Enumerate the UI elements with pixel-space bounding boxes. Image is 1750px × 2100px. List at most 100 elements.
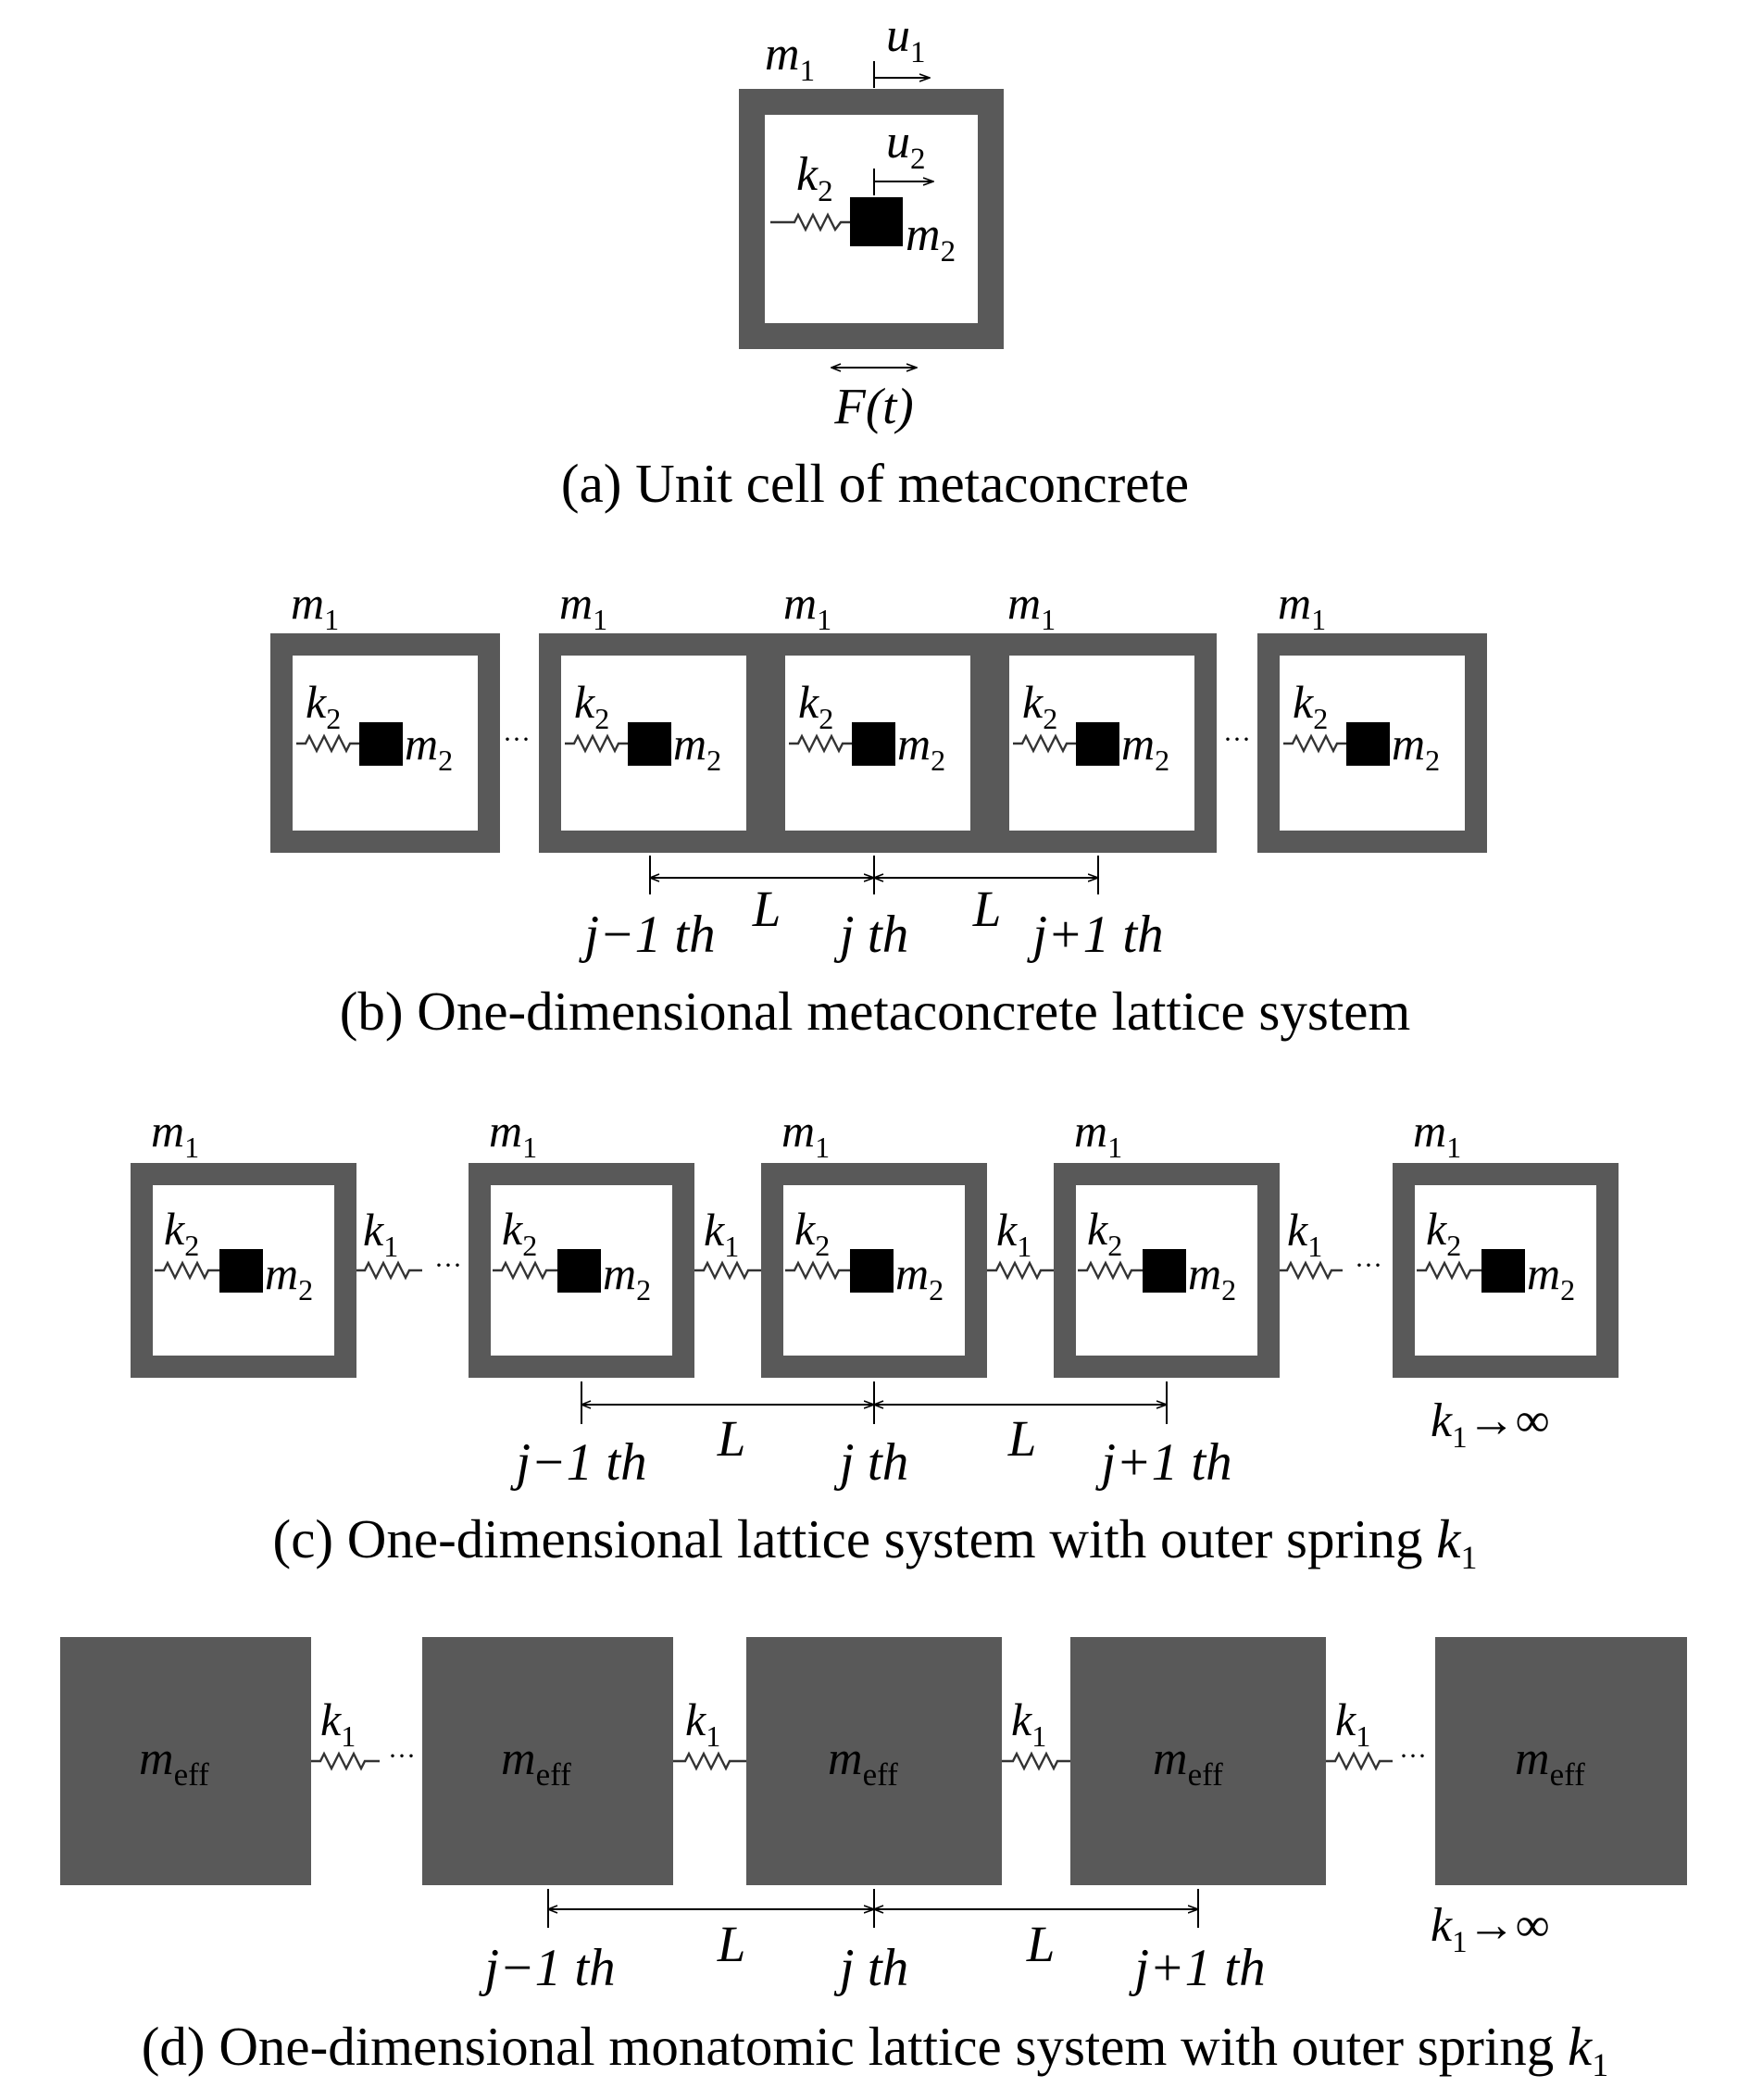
outer-mass-label: m1 (783, 577, 831, 636)
effective-mass-label: meff (1153, 1732, 1223, 1793)
inner-spring (770, 212, 850, 232)
position-label-left: j−1 th (509, 1433, 646, 1492)
position-label-center: j th (833, 906, 908, 964)
panel-d: meff meff meff meff meff ··· ··· k1 k1 k… (60, 1637, 1687, 2083)
limit-label: k1→∞ (1431, 1899, 1550, 1959)
caption-d: (d) One-dimensional monatomic lattice sy… (142, 2016, 1608, 2083)
outer-spring-label: k1 (685, 1694, 720, 1753)
inner-mass-label: m2 (265, 1247, 313, 1306)
inner-spring (789, 733, 852, 754)
inner-mass-label: m2 (1121, 718, 1169, 777)
inner-spring-label: k2 (798, 676, 833, 735)
spacing-label: L (717, 1410, 746, 1467)
inner-spring (1078, 1260, 1143, 1281)
cell-frame (270, 633, 500, 853)
outer-displacement-label: u1 (886, 9, 926, 69)
effective-mass-block (1435, 1637, 1687, 1885)
effective-mass-label: meff (139, 1732, 209, 1793)
cell-frame (1257, 633, 1487, 853)
inner-mass-block (1346, 722, 1390, 766)
position-label-left: j−1 th (578, 906, 715, 964)
cell-frame (987, 633, 1217, 853)
inner-mass-block (219, 1249, 263, 1293)
outer-spring-label: k1 (320, 1694, 356, 1753)
limit-label: k1→∞ (1431, 1394, 1550, 1455)
inner-mass-label: m2 (1188, 1247, 1236, 1306)
lattice-c-cell: m1 k2 m2 (131, 1105, 356, 1378)
inner-mass-block (1076, 722, 1119, 766)
outer-mass-label: m1 (781, 1105, 830, 1164)
inner-spring (155, 1260, 219, 1281)
outer-mass-label: m1 (1074, 1105, 1122, 1164)
panel-a: m1 u1 u2 k2 m2 F(t) (a) Unit cell of met… (561, 9, 1189, 514)
dimension-line (649, 856, 1099, 894)
outer-spring-label: k1 (363, 1204, 398, 1263)
spacing-label: L (1026, 1916, 1056, 1972)
effective-mass-label: meff (1515, 1732, 1585, 1793)
inner-mass-block (1143, 1249, 1186, 1293)
inner-spring-label: k2 (164, 1203, 199, 1262)
inner-spring-label: k2 (1293, 676, 1328, 735)
inner-mass-label: m2 (405, 718, 453, 777)
cell-frame (131, 1163, 356, 1378)
inner-spring-label: k2 (306, 676, 341, 735)
effective-mass-block (1070, 1637, 1326, 1885)
position-label-right: j+1 th (1026, 906, 1163, 964)
dimension-line (547, 1889, 1199, 1928)
position-label-right: j+1 th (1094, 1433, 1231, 1492)
inner-mass-block (1481, 1249, 1525, 1293)
caption-c: (c) One-dimensional lattice system with … (273, 1508, 1478, 1576)
inner-spring (1283, 733, 1346, 754)
cell-frame (539, 633, 769, 853)
caption-a: (a) Unit cell of metaconcrete (561, 453, 1189, 514)
panel-c: m1 k2 m2 m1 k2 m2 m1 k2 m2 m1 k2 m2 (131, 1105, 1619, 1576)
outer-spring (1326, 1751, 1393, 1771)
outer-mass-label: m1 (489, 1105, 537, 1164)
inner-spring (565, 733, 628, 754)
inner-mass-label: m2 (603, 1247, 651, 1306)
outer-mass-label: m1 (151, 1105, 199, 1164)
inner-spring (1013, 733, 1076, 754)
force-label: F(t) (833, 378, 914, 434)
effective-mass-label: meff (501, 1732, 571, 1793)
inner-mass-block (557, 1249, 601, 1293)
lattice-c-cell: m1 k2 m2 (469, 1105, 694, 1378)
dimension-line (581, 1381, 1168, 1424)
outer-spring-label: k1 (1287, 1204, 1322, 1263)
outer-mass-label: m1 (765, 28, 815, 88)
effective-mass-block (746, 1637, 1002, 1885)
inner-spring-label: k2 (796, 148, 833, 208)
inner-spring-label: k2 (1087, 1203, 1122, 1262)
outer-spring-label: k1 (996, 1204, 1031, 1263)
outer-spring (1002, 1751, 1070, 1771)
position-label-left: j−1 th (478, 1939, 615, 1997)
inner-mass-label: m2 (895, 1247, 944, 1306)
inner-mass-block (850, 1249, 894, 1293)
effective-mass-block (60, 1637, 311, 1885)
cell-frame (761, 1163, 987, 1378)
cell-frame (469, 1163, 694, 1378)
lattice-b-cell: m1 k2 m2 (270, 577, 500, 853)
outer-mass-label: m1 (291, 577, 339, 636)
spacing-label: L (717, 1916, 746, 1972)
inner-mass-label: m2 (906, 208, 956, 269)
ellipsis: ··· (434, 1250, 462, 1281)
inner-spring-label: k2 (502, 1203, 537, 1262)
lattice-b-cell: m1 k2 m2 (987, 577, 1217, 853)
inner-spring (296, 733, 359, 754)
outer-spring (694, 1260, 761, 1281)
inner-mass-label: m2 (897, 718, 945, 777)
inner-spring (493, 1260, 557, 1281)
lattice-b-cell: m1 k2 m2 (1257, 577, 1487, 853)
lattice-c-cell: m1 k2 m2 (1054, 1105, 1280, 1378)
inner-spring-label: k2 (794, 1203, 830, 1262)
cell-frame (1054, 1163, 1280, 1378)
outer-spring-label: k1 (1335, 1694, 1370, 1753)
panel-b: m1 k2 m2 m1 k2 m2 m1 k2 m2 m1 k2 m2 (270, 577, 1487, 1042)
caption-b: (b) One-dimensional metaconcrete lattice… (340, 981, 1411, 1042)
effective-mass-block (422, 1637, 673, 1885)
ellipsis: ··· (388, 1741, 416, 1771)
inner-mass-label: m2 (673, 718, 721, 777)
effective-mass-label: meff (828, 1732, 898, 1793)
spacing-label: L (1007, 1410, 1037, 1467)
